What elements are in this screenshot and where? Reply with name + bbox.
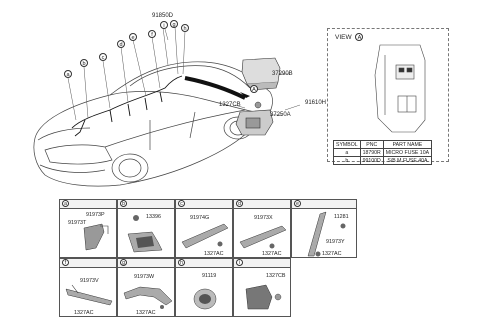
cell-symbol: e: [294, 200, 301, 207]
header-pnc: PNC: [359, 140, 384, 149]
part-label: 13396: [146, 214, 161, 220]
label-91610H: 91610H: [305, 100, 327, 106]
part-drawing: [123, 286, 173, 309]
symbol-table-header: SYMBOL PNC PART NAME: [333, 140, 433, 149]
arrow-to-view-a: [240, 92, 250, 98]
callout-c: c: [99, 53, 107, 61]
cell-pnc: 99100D: [359, 156, 384, 165]
part-label: 91973W: [134, 274, 155, 280]
cell-symbol: a: [62, 200, 69, 207]
part-cell-c: c 91974G 1327AC: [175, 199, 233, 258]
part-label: 91973V: [80, 278, 99, 284]
cell-part-name: S/B M FUSE 40A: [382, 156, 433, 165]
parts-grid: a 91973P 91973T b 13396 c 91974G 1327AC …: [59, 199, 402, 317]
part-cell-h: h 91119: [175, 258, 233, 317]
callout-i: i: [160, 21, 168, 29]
part-drawing: [239, 225, 287, 249]
table-row: b 99100D S/B M FUSE 40A: [333, 156, 433, 165]
part-label: 91973Y: [326, 239, 345, 245]
part-drawing: [83, 223, 109, 251]
label-1327CB-main: 1327CB: [219, 102, 241, 108]
label-37250A: 37250A: [270, 112, 291, 118]
label-91850D: 91850D: [152, 13, 174, 19]
callout-d: d: [117, 40, 125, 48]
cell-symbol: i: [236, 259, 243, 266]
part-label: 1327AC: [136, 310, 156, 316]
cell-symbol: h: [178, 259, 185, 266]
view-a-circle: A: [355, 33, 364, 41]
cell-pnc: 18790R: [359, 148, 384, 157]
harness-black-band: [184, 76, 246, 100]
cell-header: i: [234, 259, 290, 268]
view-a-title: VIEW A: [335, 33, 364, 41]
cell-header: c: [176, 200, 232, 209]
part-cell-f: f 91973V 1327AC: [59, 258, 117, 317]
cell-symbol: g: [120, 259, 127, 266]
callout-e: e: [129, 33, 137, 41]
cell-header: f: [60, 259, 116, 268]
fuse-detail-view: [374, 44, 426, 133]
leader-lines: [67, 21, 301, 121]
cell-symbol: b: [333, 156, 361, 165]
callout-a: a: [64, 70, 72, 78]
cell-header: e: [292, 200, 356, 209]
table-row: a 18790R MICRO FUSE 10A: [333, 148, 433, 157]
part-cell-a: a 91973P 91973T: [59, 199, 117, 258]
part-label: 91973T: [68, 220, 87, 226]
part-label: 91119: [202, 273, 217, 279]
view-a-marker: A: [250, 85, 258, 93]
bolt-1327CB-main: [254, 101, 262, 109]
cell-symbol: d: [236, 200, 243, 207]
harness-lines: [71, 75, 183, 137]
cell-part-name: MICRO FUSE 10A: [382, 148, 433, 157]
part-drawing: [307, 211, 346, 257]
header-part-name: PART NAME: [382, 140, 433, 149]
part-label: 1327AC: [322, 251, 342, 257]
part-drawing: [181, 223, 229, 249]
part-drawing: [65, 284, 113, 306]
label-37290B: 37290B: [272, 71, 293, 77]
part-label: 1327AC: [262, 251, 282, 257]
cell-symbol: c: [178, 200, 185, 207]
part-label: 1327AC: [74, 310, 94, 316]
part-label: 1327CB: [266, 273, 286, 279]
cell-header: d: [234, 200, 290, 209]
part-cell-b: b 13396: [117, 199, 175, 258]
callout-b: b: [80, 59, 88, 67]
cell-header: h: [176, 259, 232, 268]
part-drawing: [245, 284, 282, 310]
part-drawing: [127, 215, 163, 253]
part-label: 91973X: [254, 215, 273, 221]
part-cell-e: e 11281 91973Y 1327AC: [291, 199, 357, 258]
cell-header: g: [118, 259, 174, 268]
callout-g: g: [170, 20, 178, 28]
part-label: 91974G: [190, 215, 210, 221]
part-label: 91973P: [86, 212, 105, 218]
symbol-table: SYMBOL PNC PART NAME a 18790R MICRO FUSE…: [333, 140, 433, 165]
cell-symbol: b: [120, 200, 127, 207]
part-label: 1327AC: [204, 251, 224, 257]
part-cell-i: i 1327CB: [233, 258, 291, 317]
callout-f: f: [148, 30, 156, 38]
cell-header: b: [118, 200, 174, 209]
header-symbol: SYMBOL: [333, 140, 361, 149]
fuse-box-37250A: [235, 109, 274, 136]
car-illustration: [33, 61, 273, 187]
part-cell-d: d 91973X 1327AC: [233, 199, 291, 258]
cell-symbol: f: [62, 259, 69, 266]
view-label: VIEW: [335, 34, 352, 41]
part-label: 11281: [334, 214, 349, 220]
cell-symbol: a: [333, 148, 361, 157]
cell-header: a: [60, 200, 116, 209]
part-drawing: [193, 288, 217, 310]
part-cell-g: g 91973W 1327AC: [117, 258, 175, 317]
callout-h: h: [181, 24, 189, 32]
